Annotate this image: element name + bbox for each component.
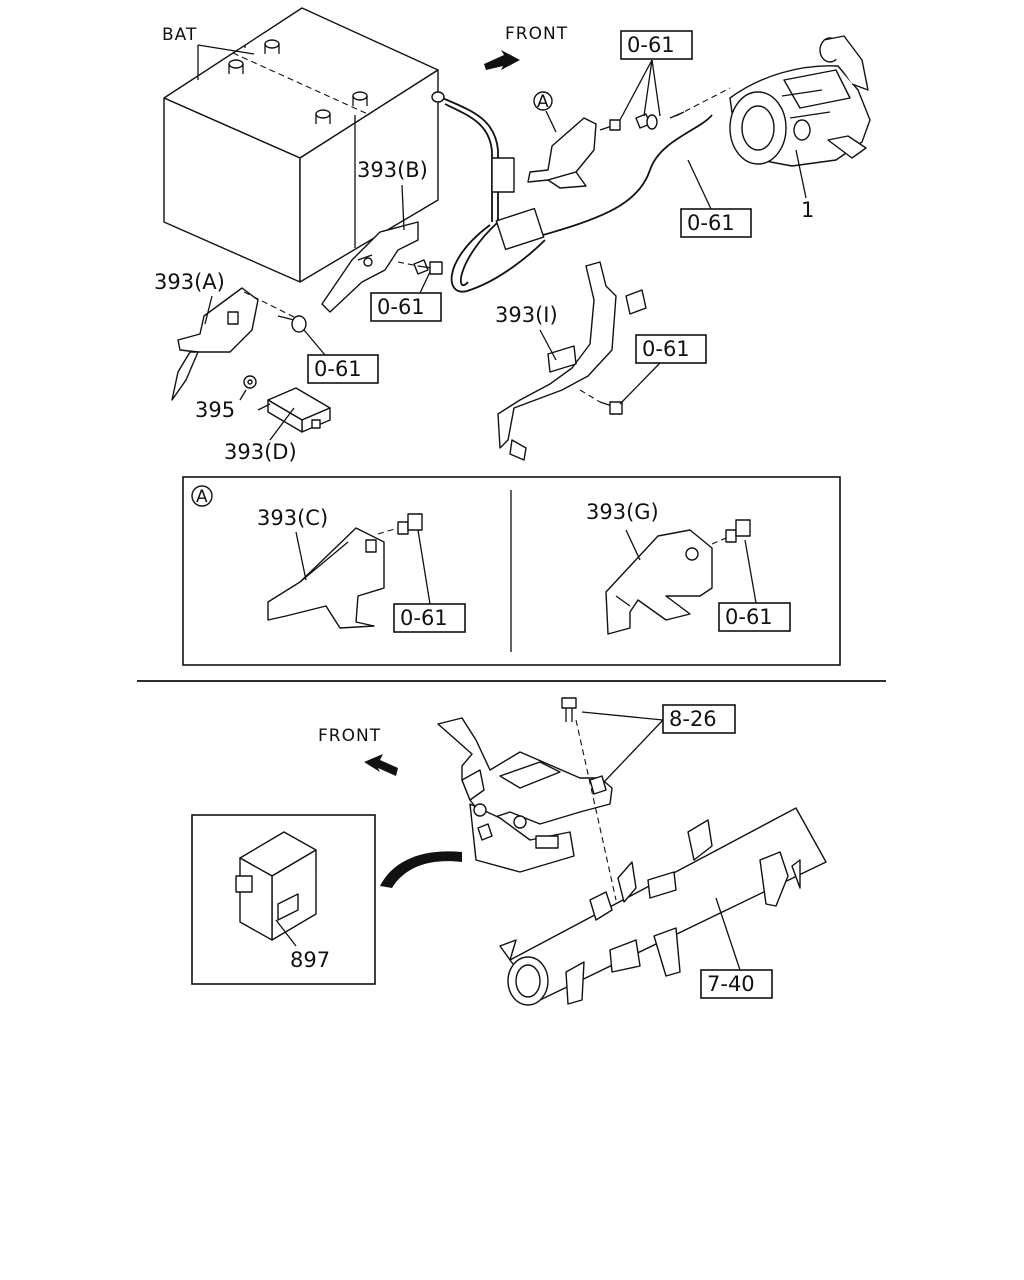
battery [163,7,439,283]
bolt-393a [277,315,307,333]
detail-a-marker-label: A [196,487,209,507]
ref-box-061-b [370,292,442,322]
control-module-897 [235,831,317,941]
part-897-label: 897 [290,948,330,972]
starter-motor [669,35,871,167]
bolt-393i [579,389,623,415]
bracket-393i [497,261,647,461]
part-393g-label: 393(G) [586,500,659,524]
nut-395 [243,375,257,389]
ref-box-061-cable [680,208,752,238]
bracket-393c [267,527,385,629]
ref-box-826 [662,704,736,734]
bolt-826 [561,697,617,901]
part-393b-label: 393(B) [357,158,428,182]
ref-box-061-a [307,354,379,384]
front-arrow-icon [484,50,520,70]
ref-061-i: 0-61 [642,337,690,361]
ref-061-g: 0-61 [725,605,773,629]
ref-box-061-g [718,602,791,632]
part-393d-label: 393(D) [224,440,297,464]
ref-061-a: 0-61 [314,357,362,381]
battery-label: BAT [162,25,197,45]
reference-a-marker [533,91,553,111]
ref-box-061-top [620,30,693,60]
bracket-393a [171,287,297,401]
ref-061-cable: 0-61 [687,211,735,235]
part-395-label: 395 [195,398,235,422]
front-label-top: FRONT [505,24,568,44]
ref-061-top: 0-61 [627,33,675,57]
ref-061-b: 0-61 [377,295,425,319]
bracket-393g [605,529,713,635]
ref-740: 7-40 [707,972,755,996]
part-393a-label: 393(A) [154,270,225,294]
bolt-393c [377,513,423,535]
cross-member-beam [499,807,827,1006]
inset-pointer-arrow [380,851,462,888]
control-unit-bracket [437,717,613,873]
battery-cable [431,91,713,293]
ref-061-c: 0-61 [400,606,448,630]
bracket-a-assembly [527,117,597,189]
bolt-393b [397,261,443,275]
front-arrow-icon-bottom [364,754,398,776]
part-1-label: 1 [801,198,814,222]
front-label-bottom: FRONT [318,726,381,746]
bolt-393g [711,519,751,545]
bolts-top [599,113,658,131]
reference-a-marker-label: A [537,92,550,112]
part-393i-label: 393(I) [495,303,558,327]
ref-box-061-i [635,334,707,364]
detail-a-marker [191,485,213,507]
ref-box-740 [700,969,773,999]
ref-826: 8-26 [669,707,717,731]
part-393c-label: 393(C) [257,506,328,530]
relay-393d [257,387,331,433]
